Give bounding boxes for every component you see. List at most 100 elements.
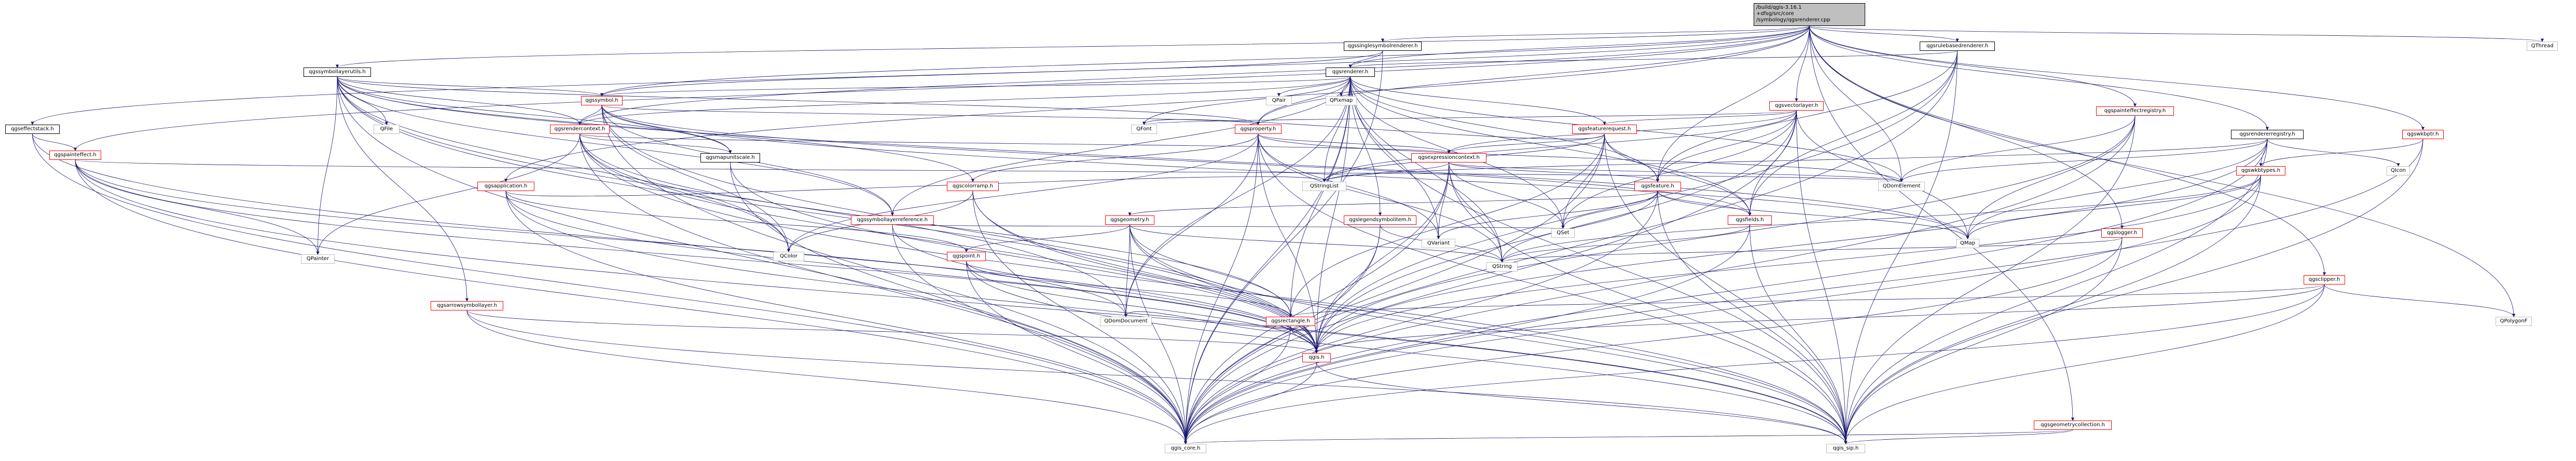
- edge-qgssymbollayerreference-to-qgis: [892, 224, 1318, 354]
- node-qgslogger[interactable]: qgslogger.h: [2101, 228, 2143, 238]
- edge-qgsarrowsymbollayer-to-qgis: [466, 310, 1318, 354]
- edge-qgssymbollayerutils-to-qgssymbol: [337, 76, 604, 97]
- node-qgsarrowsymbollayer[interactable]: qgsarrowsymbollayer.h: [431, 301, 503, 310]
- node-qgsrendercontext[interactable]: qgsrendercontext.h: [550, 125, 610, 134]
- node-qgspoint[interactable]: qgspoint.h: [947, 252, 986, 261]
- edge-root-to-qgsapplication: [504, 25, 1810, 182]
- edge-qgis-to-qgis_sip: [1316, 362, 1848, 444]
- edge-qgslegendsymbolitem-to-qgis: [1315, 224, 1381, 354]
- edge-qgsexpressioncontext-to-QDomElement: [1449, 162, 1903, 182]
- edge-qgsrenderer-to-qgis_sip: [1350, 76, 1848, 444]
- node-qgsexpressioncontext[interactable]: qgsexpressioncontext.h: [1411, 153, 1486, 162]
- node-label: QMap: [1960, 240, 1975, 246]
- edge-qgsgeometrycollection-to-qgis_core: [1184, 429, 2073, 444]
- edge-qgsexpressioncontext-to-qgis_core: [1183, 162, 1449, 444]
- node-qcolor: QColor: [773, 252, 804, 261]
- node-qdomdocument: QDomDocument: [1100, 317, 1152, 326]
- edge-root-to-qgsrendercontext: [578, 25, 1810, 125]
- node-qgsclipper[interactable]: qgsclipper.h: [2304, 275, 2345, 284]
- edge-qgslogger-to-qgis_sip: [1844, 237, 2123, 444]
- node-label: QFont: [1136, 126, 1152, 132]
- node-label: QPair: [1272, 98, 1286, 103]
- edge-qgsfeaturerequest-to-qgis_sip: [1604, 133, 1848, 444]
- edge-qgseffectstack-to-qgis: [32, 133, 1318, 354]
- edge-qgsfeature-to-qgis_core: [1183, 191, 1658, 444]
- edge-root-to-QThread: [1809, 25, 2544, 42]
- node-label: qgis_sip.h: [1833, 445, 1859, 451]
- edge-qgsproperty-to-qgis_sip: [1258, 133, 1848, 444]
- node-qgspainteffect[interactable]: qgspainteffect.h: [49, 151, 101, 160]
- node-qgssymbollayerreference[interactable]: qgssymbollayerreference.h: [851, 215, 934, 225]
- edge-qgssymbollayerreference-to-qgis_core: [892, 224, 1188, 444]
- node-qgsmapunitscale[interactable]: qgsmapunitscale.h: [700, 153, 760, 162]
- edge-qgspainteffectregistry-to-QMap: [1966, 115, 2136, 239]
- node-label: QDomDocument: [1104, 318, 1148, 324]
- edge-qgswkbtypes-to-QMap: [1966, 175, 2261, 239]
- edge-qgsproperty-to-qgsexpressioncontext: [1258, 133, 1451, 154]
- edge-root-to-qgspainteffectregistry: [1809, 25, 2137, 107]
- node-qgsproperty[interactable]: qgsproperty.h: [1235, 125, 1282, 134]
- node-qgsfeature[interactable]: qgsfeature.h: [1634, 182, 1681, 191]
- node-qgsrulebasedrenderer[interactable]: qgsrulebasedrenderer.h: [1920, 42, 1995, 51]
- node-qgsrendererregistry[interactable]: qgsrendererregistry.h: [2231, 130, 2304, 139]
- node-qgswkbtypes[interactable]: qgswkbtypes.h: [2236, 166, 2285, 175]
- edge-qgsfeaturerequest-to-qgsfeature: [1604, 133, 1660, 182]
- edge-qgsrulebasedrenderer-to-qgsrenderer: [1348, 50, 1958, 68]
- node-label: qgssinglesymbolrenderer.h: [1347, 43, 1418, 49]
- node-qgspainteffectregistry[interactable]: qgspainteffectregistry.h: [2096, 106, 2174, 116]
- node-qgsfields[interactable]: qgsfields.h: [1728, 215, 1772, 225]
- node-label: QSet: [1556, 230, 1569, 236]
- node-label: qgsfeature.h: [1641, 183, 1674, 189]
- edge-qgsexpressioncontext-to-qgsfeature: [1449, 162, 1660, 182]
- edge-qgspainteffect-to-QDomElement: [75, 159, 1903, 182]
- edge-qgsrenderer-to-QPair: [1277, 76, 1351, 97]
- node-qgsgeometry[interactable]: qgsgeometry.h: [1105, 215, 1154, 225]
- node-qgseffectstack[interactable]: qgseffectstack.h: [5, 125, 60, 134]
- edge-qgssymbol-to-qgsfields: [601, 105, 1752, 216]
- node-root[interactable]: /build/qgis-3.16.1+dfsg/src/core/symbolo…: [1754, 3, 1865, 26]
- node-qgsapplication[interactable]: qgsapplication.h: [477, 182, 534, 191]
- edge-qgsvectorlayer-to-QMap: [1796, 110, 1969, 239]
- edge-qgsgeometry-to-qgsrectangle: [1129, 224, 1292, 317]
- node-label: QIcon: [2391, 168, 2406, 173]
- edge-qgsexpressioncontext-to-QString: [1449, 162, 1504, 263]
- edge-qgsrenderer-to-qgsrectangle: [1289, 76, 1351, 317]
- node-qgsrenderer[interactable]: qgsrenderer.h: [1326, 67, 1375, 77]
- edge-root-to-qgsfeature: [1656, 25, 1810, 182]
- node-qgsgeometrycollection[interactable]: qgsgeometrycollection.h: [2034, 421, 2112, 430]
- edge-qgsproperty-to-QColor: [787, 133, 1259, 252]
- node-qgssinglesymbolrenderer[interactable]: qgssinglesymbolrenderer.h: [1344, 42, 1422, 51]
- edge-qgswkbptr-to-qgis_sip: [1844, 139, 2423, 444]
- node-label: QString: [1492, 264, 1512, 269]
- edge-qgssymbollayerutils-to-qgscolorramp: [337, 76, 975, 182]
- edge-qgspainteffectregistry-to-qgis: [1315, 115, 2136, 354]
- node-label: /symbology/qgsrenderer.cpp: [1756, 17, 1830, 23]
- node-label: qgssymbollayerreference.h: [857, 217, 928, 223]
- node-qgsvectorlayer[interactable]: qgsvectorlayer.h: [1769, 101, 1824, 111]
- edge-qgswkbptr-to-qgis_core: [1183, 139, 2423, 444]
- edge-qgssymbollayerutils-to-QDomDocument: [337, 76, 1128, 317]
- edge-qgsvectorlayer-to-qgis_core: [1183, 110, 1797, 444]
- node-qgssymbol[interactable]: qgssymbol.h: [581, 96, 623, 105]
- node-qgswkbptr[interactable]: qgswkbptr.h: [2402, 130, 2444, 139]
- edge-qgsrendererregistry-to-QIcon: [2267, 139, 2400, 167]
- node-qgsfeaturerequest[interactable]: qgsfeaturerequest.h: [1572, 125, 1637, 134]
- node-label: qgsfields.h: [1735, 217, 1764, 223]
- node-qgsrectangle[interactable]: qgsrectangle.h: [1266, 317, 1315, 326]
- edge-qgsfeaturerequest-to-qgsexpressioncontext: [1447, 133, 1605, 154]
- node-qgssymbollayerutils[interactable]: qgssymbollayerutils.h: [304, 67, 371, 77]
- node-qgslegendsymbolitem[interactable]: qgslegendsymbolitem.h: [1344, 215, 1416, 225]
- node-qset: QSet: [1551, 228, 1575, 238]
- node-label: qgsapplication.h: [484, 183, 528, 189]
- edge-qgsrendercontext-to-qgis_core: [580, 133, 1188, 444]
- edge-qgsfeature-to-qgis_sip: [1657, 191, 1848, 444]
- edge-qgsrenderer-to-QStringList: [1323, 76, 1351, 182]
- edge-qgssymbollayerutils-to-QColor: [337, 76, 791, 252]
- node-qgscolorramp[interactable]: qgscolorramp.h: [947, 182, 999, 191]
- node-qgis[interactable]: qgis.h: [1302, 353, 1331, 362]
- edge-qgswkbptr-to-qgswkbtypes: [2259, 139, 2423, 167]
- node-label: qgsclipper.h: [2308, 277, 2340, 282]
- edge-qgsapplication-to-qgspoint: [505, 191, 968, 252]
- node-label: QStringList: [1310, 183, 1339, 189]
